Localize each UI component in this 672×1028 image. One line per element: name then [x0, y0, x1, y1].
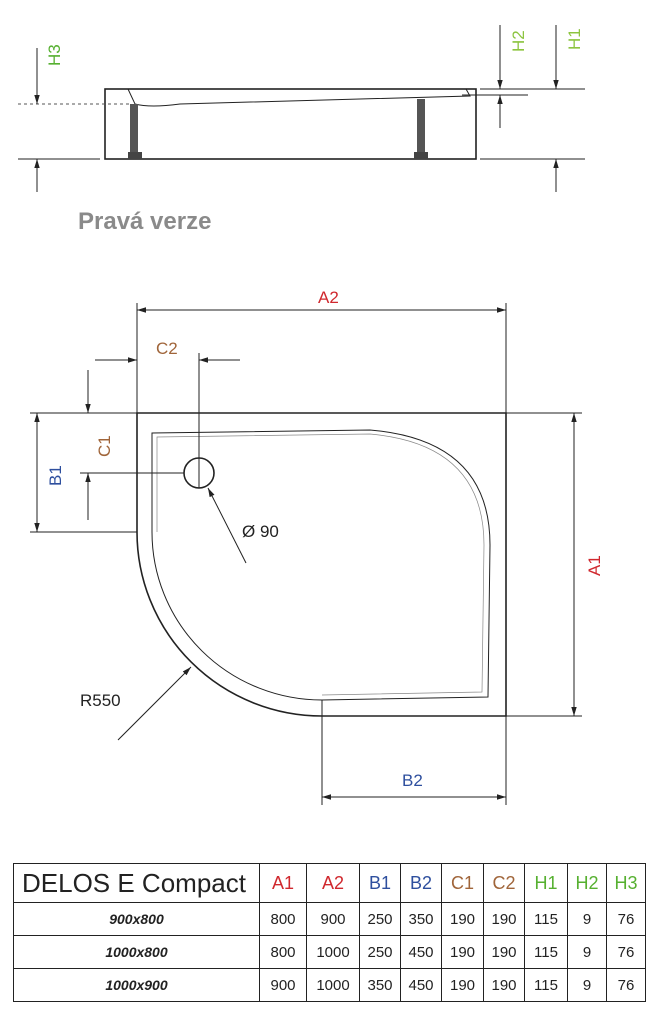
a2-label: A2: [318, 288, 339, 307]
value-cell: 9: [567, 968, 607, 1002]
value-cell: 1000: [306, 968, 360, 1002]
value-cell: 190: [483, 935, 525, 969]
value-cell: 190: [441, 968, 484, 1002]
value-cell: 76: [606, 935, 646, 969]
tray-inner-edge: [151, 429, 491, 701]
value-cell: 900: [259, 968, 307, 1002]
c1-label: C1: [95, 435, 114, 457]
value-cell: 76: [606, 968, 646, 1002]
value-cell: 9: [567, 902, 607, 936]
value-cell: 115: [524, 902, 568, 936]
h3-label: H3: [45, 44, 64, 66]
value-cell: 115: [524, 935, 568, 969]
header-b1: B1: [359, 863, 401, 903]
value-cell: 190: [441, 902, 484, 936]
value-cell: 450: [400, 968, 442, 1002]
technical-drawing: H3 H2 H1 A2 C2 C1 B1: [18, 25, 604, 805]
value-cell: 76: [606, 902, 646, 936]
value-cell: 190: [441, 935, 484, 969]
radius-label: R550: [80, 691, 121, 710]
drain-diameter-label: Ø 90: [242, 522, 279, 541]
value-cell: 1000: [306, 935, 360, 969]
h1-label: H1: [565, 28, 584, 50]
value-cell: 190: [483, 902, 525, 936]
value-cell: 450: [400, 935, 442, 969]
table-header-row: DELOS E Compact A1 A2 B1 B2 C1 C2 H1 H2 …: [13, 863, 646, 903]
b2-label: B2: [402, 771, 423, 790]
header-a2: A2: [306, 863, 360, 903]
radius-leader: [117, 666, 192, 741]
tray-outline: [136, 412, 507, 717]
drain-leader: [207, 487, 247, 564]
value-cell: 115: [524, 968, 568, 1002]
header-b2: B2: [400, 863, 442, 903]
value-cell: 900: [306, 902, 360, 936]
adjustable-leg-right: [414, 99, 428, 159]
tray-side-outline: [104, 88, 477, 160]
table-row: 900x800 800 900 250 350 190 190 115 9 76: [13, 902, 646, 936]
value-cell: 350: [400, 902, 442, 936]
h2-label: H2: [509, 30, 528, 52]
value-cell: 9: [567, 935, 607, 969]
header-a1: A1: [259, 863, 307, 903]
model-cell: 1000x800: [13, 935, 260, 969]
value-cell: 350: [359, 968, 401, 1002]
dimensions-table: DELOS E Compact A1 A2 B1 B2 C1 C2 H1 H2 …: [13, 863, 646, 1002]
table-row: 1000x800 800 1000 250 450 190 190 115 9 …: [13, 935, 646, 969]
a1-label: A1: [585, 555, 604, 576]
header-h2: H2: [567, 863, 607, 903]
value-cell: 800: [259, 935, 307, 969]
value-cell: 250: [359, 902, 401, 936]
plan-view: A2 C2 C1 B1 A1 B2 Ø 90 R550: [30, 288, 604, 805]
header-h1: H1: [524, 863, 568, 903]
c2-label: C2: [156, 339, 178, 358]
value-cell: 800: [259, 902, 307, 936]
header-c2: C2: [483, 863, 525, 903]
value-cell: 250: [359, 935, 401, 969]
header-h3: H3: [606, 863, 646, 903]
header-c1: C1: [441, 863, 484, 903]
table-title: DELOS E Compact: [13, 863, 260, 903]
side-view: H3 H2 H1: [18, 25, 585, 192]
version-label: Pravá verze: [78, 208, 212, 235]
model-cell: 900x800: [13, 902, 260, 936]
value-cell: 190: [483, 968, 525, 1002]
adjustable-leg-left: [128, 104, 142, 159]
b1-label: B1: [46, 465, 65, 486]
table-row: 1000x900 900 1000 350 450 190 190 115 9 …: [13, 968, 646, 1002]
model-cell: 1000x900: [13, 968, 260, 1002]
